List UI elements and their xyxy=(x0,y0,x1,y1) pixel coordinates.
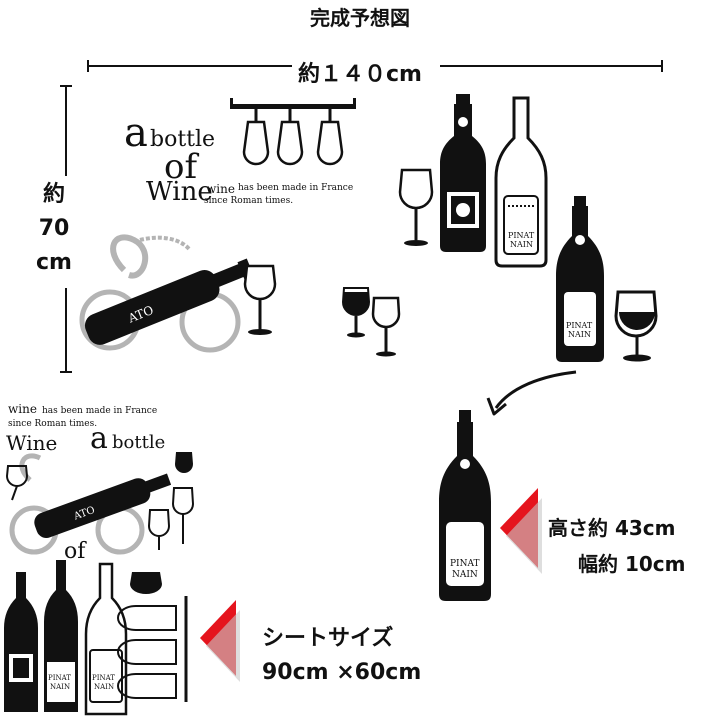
wine-glass-outline-icon xyxy=(398,168,434,246)
bottle-width-label: 幅約 10cm xyxy=(578,552,686,576)
champagne-bottle-outline-icon: PINAT NAIN xyxy=(494,96,548,268)
curved-arrow-icon xyxy=(494,370,577,409)
sheet-size-value: 90cm ×60cm xyxy=(262,660,422,685)
red-arrow-bottle-icon xyxy=(500,488,542,574)
sheet-label-nain-1: NAIN xyxy=(50,683,70,691)
sheet-label-pinat-2: PINAT xyxy=(92,674,115,682)
width-dimension-label: 約１４０cm xyxy=(298,62,422,87)
page-title: 完成予想図 xyxy=(310,6,410,30)
sheet-text-line2: since Roman times. xyxy=(8,419,97,429)
sheet-text-bottle: bottle xyxy=(112,432,165,453)
sheet-text-of: of xyxy=(64,539,87,564)
sheet-label-nain-2: NAIN xyxy=(94,683,114,691)
preview-text-line2: since Roman times. xyxy=(204,196,293,206)
preview-text-line1: has been made in France xyxy=(238,183,353,193)
single-bottle-icon: PINAT NAIN xyxy=(439,410,491,601)
height-dimension-label: 約 70 cm xyxy=(36,182,72,275)
bicycle-bottle-icon: ATO xyxy=(79,234,254,353)
preview-text-bottle: bottle xyxy=(150,127,215,152)
single-label-pinat: PINAT xyxy=(450,559,480,569)
glass-rack-icon xyxy=(230,98,356,166)
red-arrow-sheet-icon xyxy=(200,600,240,682)
sheet-text-line1: has been made in France xyxy=(42,406,157,416)
dark-champagne-bottle-icon: PINAT NAIN xyxy=(556,196,604,362)
bottle-height-label: 高さ約 43cm xyxy=(548,516,676,540)
sticker-sheet-illustration: wine has been made in France since Roman… xyxy=(4,402,195,716)
preview-text-wine-small: wine xyxy=(206,182,235,196)
preview-text-a: a xyxy=(124,110,148,156)
preview-label-pinat-1: PINAT xyxy=(508,231,535,240)
small-glasses-icon xyxy=(341,287,401,357)
sheet-text-wine-small: wine xyxy=(8,402,37,416)
preview-label-nain-1: NAIN xyxy=(510,240,533,249)
preview-label-pinat-2: PINAT xyxy=(566,321,593,330)
preview-text-wine: Wine xyxy=(146,177,213,207)
wine-glass-icon xyxy=(243,264,277,335)
sheet-text-wine: Wine xyxy=(6,431,57,455)
sheet-text-a: a xyxy=(90,421,108,456)
dark-wine-bottle-icon xyxy=(440,94,486,252)
sheet-label-pinat-1: PINAT xyxy=(48,674,71,682)
preview-text-of: of xyxy=(164,147,199,187)
preview-label-nain-2: NAIN xyxy=(568,330,591,339)
red-wine-glass-icon xyxy=(614,290,658,362)
sheet-size-title: シートサイズ xyxy=(262,626,394,651)
single-label-nain: NAIN xyxy=(452,570,478,580)
